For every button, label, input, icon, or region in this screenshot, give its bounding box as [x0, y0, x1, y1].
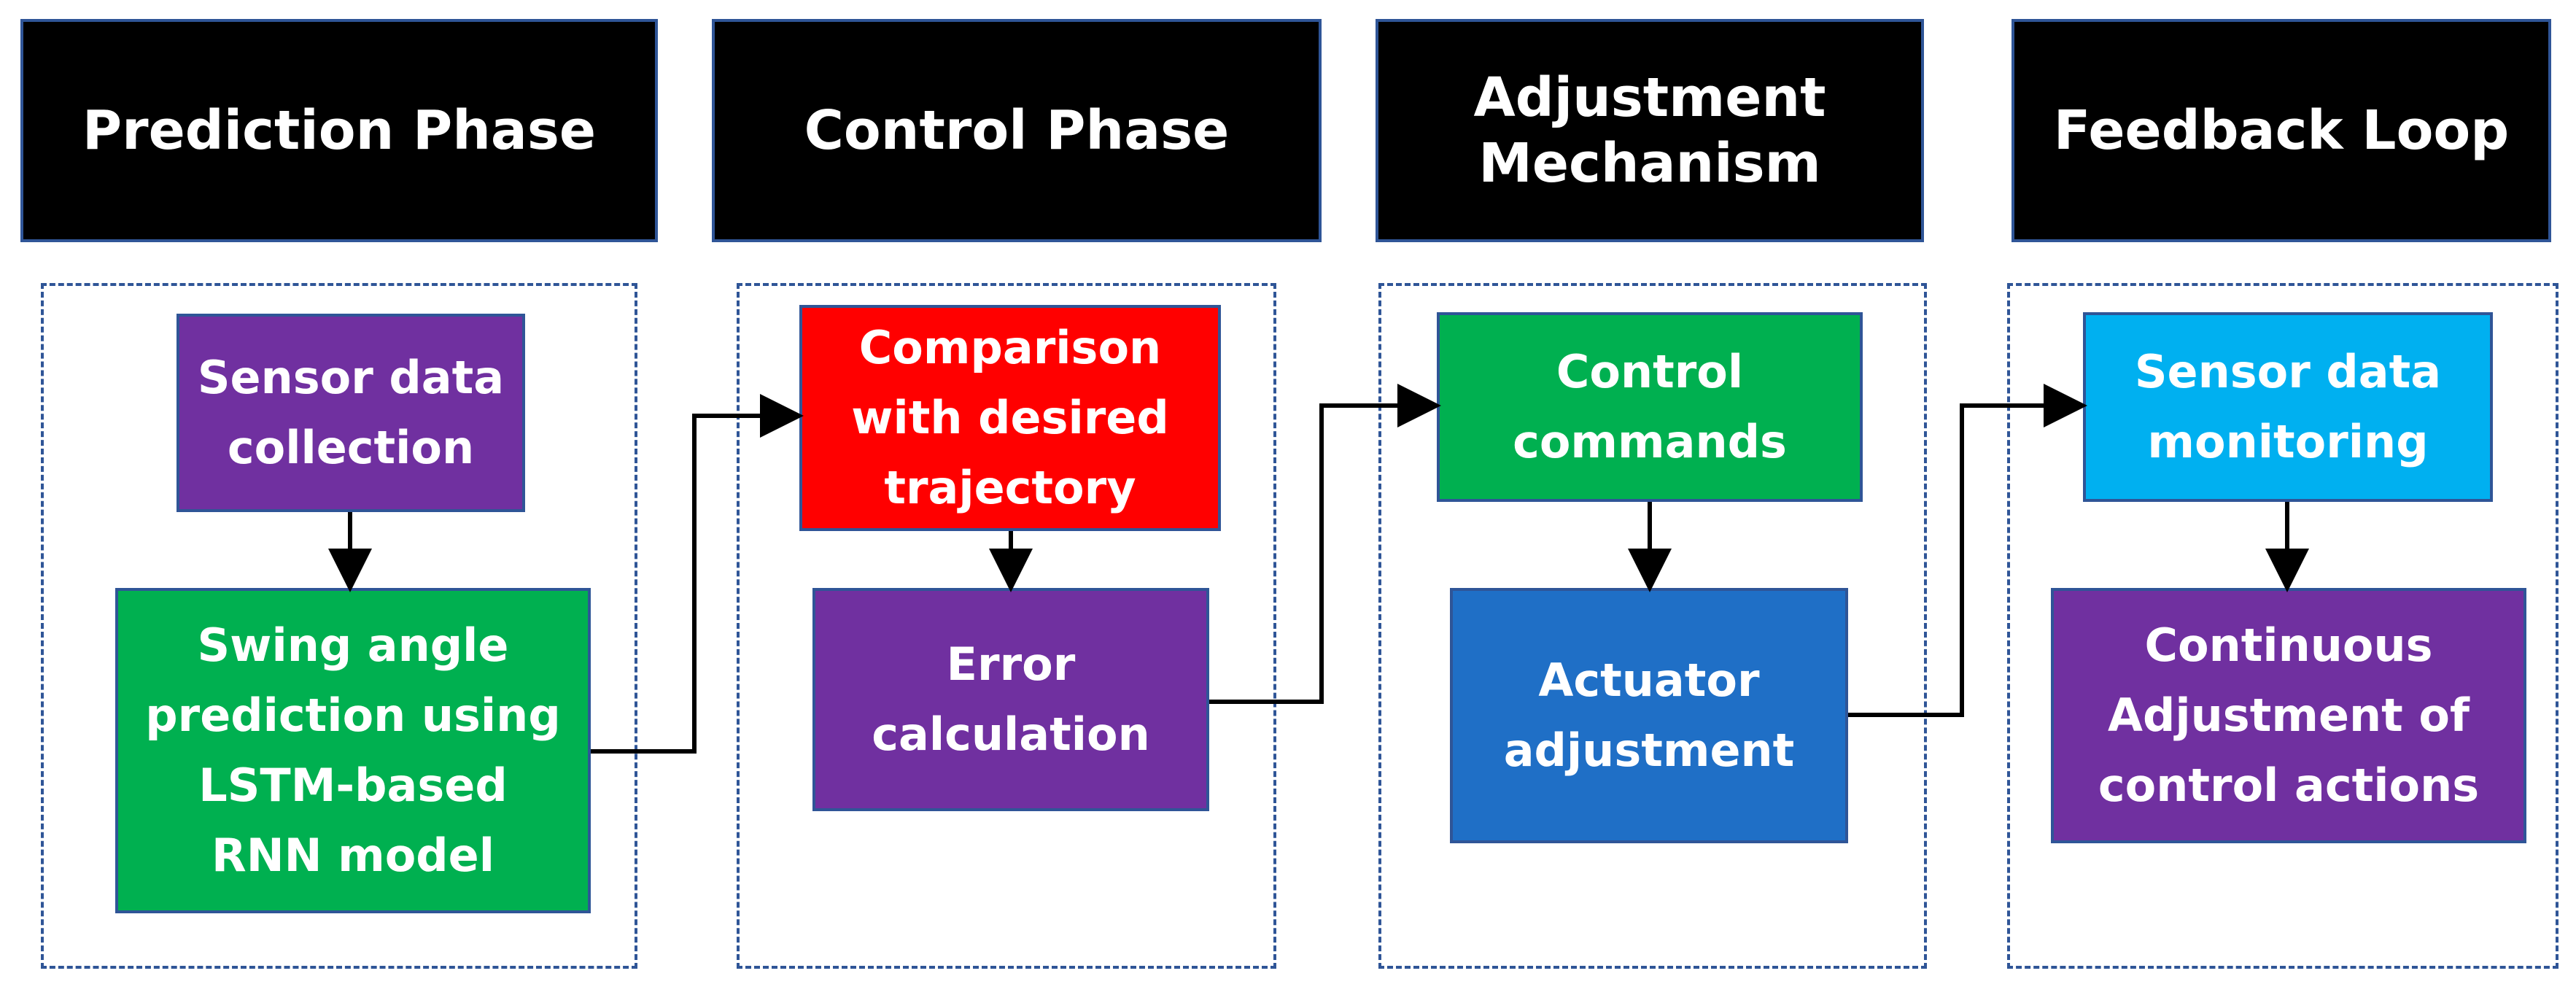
- box-label: Error calculation: [872, 637, 1150, 761]
- header-feedback-loop: Feedback Loop: [2011, 19, 2551, 242]
- group-adjustment-mechanism: [1378, 283, 1927, 969]
- box-label: Sensor data monitoring: [2134, 344, 2442, 468]
- header-label: Prediction Phase: [82, 98, 597, 162]
- sensor-data-collection-box: Sensor data collection: [176, 314, 525, 512]
- sensor-data-monitoring-box: Sensor data monitoring: [2083, 312, 2493, 502]
- box-label: Swing angle prediction using LSTM-based …: [145, 618, 561, 883]
- box-label: Control commands: [1513, 344, 1787, 468]
- continuous-adjustment-box: Continuous Adjustment of control actions: [2051, 588, 2526, 843]
- group-control-phase: [737, 283, 1276, 969]
- group-prediction-phase: [41, 283, 637, 969]
- arrow-prediction-to-comparison: [591, 394, 804, 754]
- error-calculation-box: Error calculation: [812, 588, 1209, 811]
- header-control-phase: Control Phase: [712, 19, 1322, 242]
- comparison-box: Comparison with desired trajectory: [799, 305, 1221, 531]
- arrow-actuator-to-monitoring: [1848, 384, 2087, 717]
- header-prediction-phase: Prediction Phase: [20, 19, 658, 242]
- actuator-adjustment-box: Actuator adjustment: [1450, 588, 1848, 843]
- box-label: Sensor data collection: [197, 350, 505, 474]
- box-label: Actuator adjustment: [1503, 653, 1795, 777]
- box-label: Continuous Adjustment of control actions: [2098, 618, 2480, 813]
- box-label: Comparison with desired trajectory: [851, 320, 1169, 515]
- swing-angle-prediction-box: Swing angle prediction using LSTM-based …: [115, 588, 591, 913]
- group-feedback-loop: [2007, 283, 2558, 969]
- header-label: Adjustment Mechanism: [1473, 66, 1826, 195]
- header-label: Control Phase: [804, 98, 1230, 162]
- arrow-error-to-commands: [1209, 384, 1441, 704]
- control-commands-box: Control commands: [1437, 312, 1863, 502]
- header-label: Feedback Loop: [2053, 98, 2510, 162]
- header-adjustment-mechanism: Adjustment Mechanism: [1376, 19, 1924, 242]
